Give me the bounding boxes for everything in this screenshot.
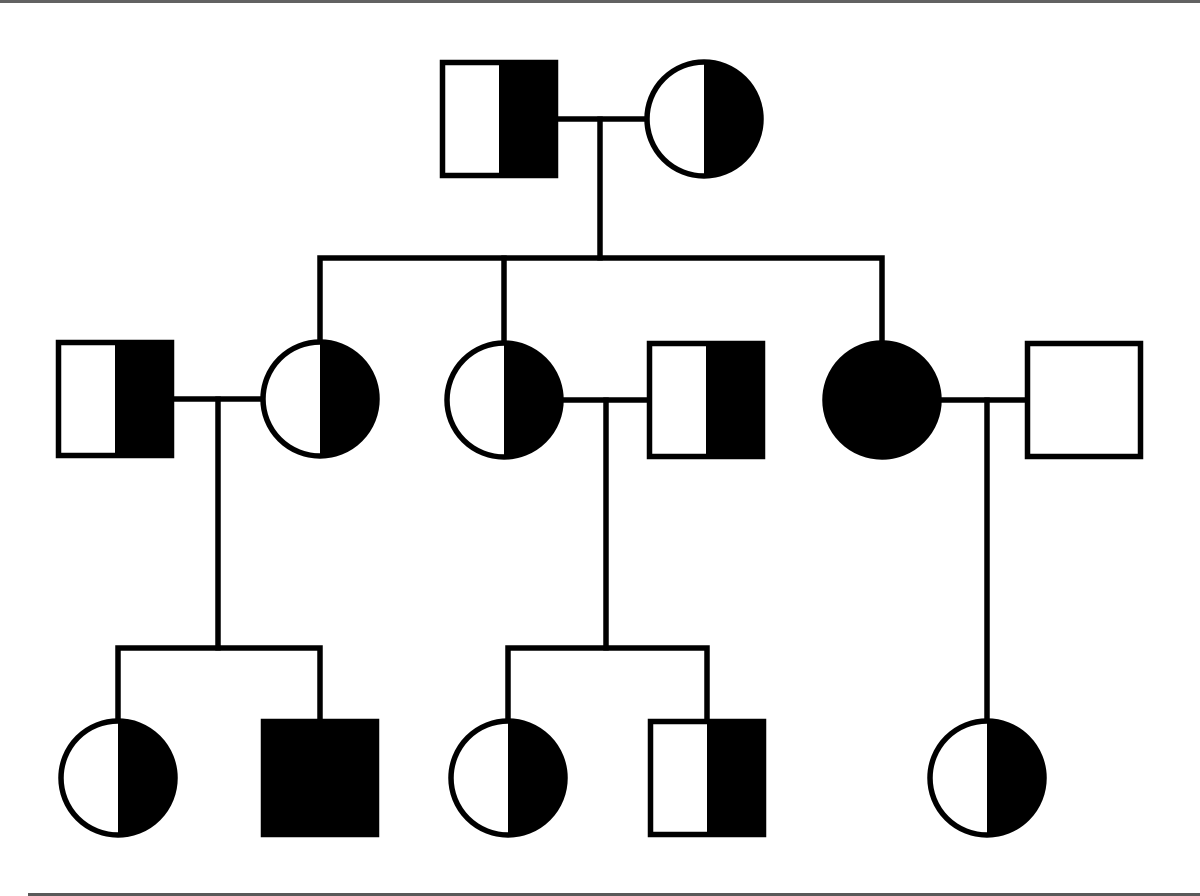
- individual-II-2: [260, 339, 380, 459]
- individual-II-4: [646, 340, 766, 460]
- individual-III-2: [260, 718, 380, 838]
- individual-I-2: [644, 59, 764, 179]
- family-left-sibship-bracket: [115, 645, 323, 781]
- individual-III-1: [58, 718, 178, 838]
- individuals: [55, 59, 1144, 838]
- connector-lines: [112, 116, 1087, 781]
- individual-III-4: [647, 718, 767, 838]
- individual-III-3: [448, 718, 568, 838]
- individual-II-5: [822, 340, 942, 460]
- individual-II-6: [1024, 340, 1144, 460]
- individual-III-5: [927, 718, 1047, 838]
- individual-II-3: [444, 340, 564, 460]
- individual-I-1: [439, 59, 559, 179]
- gen1-sibship-bracket: [317, 255, 885, 403]
- family-middle-sibship-bracket: [505, 645, 710, 781]
- individual-II-1: [55, 339, 175, 459]
